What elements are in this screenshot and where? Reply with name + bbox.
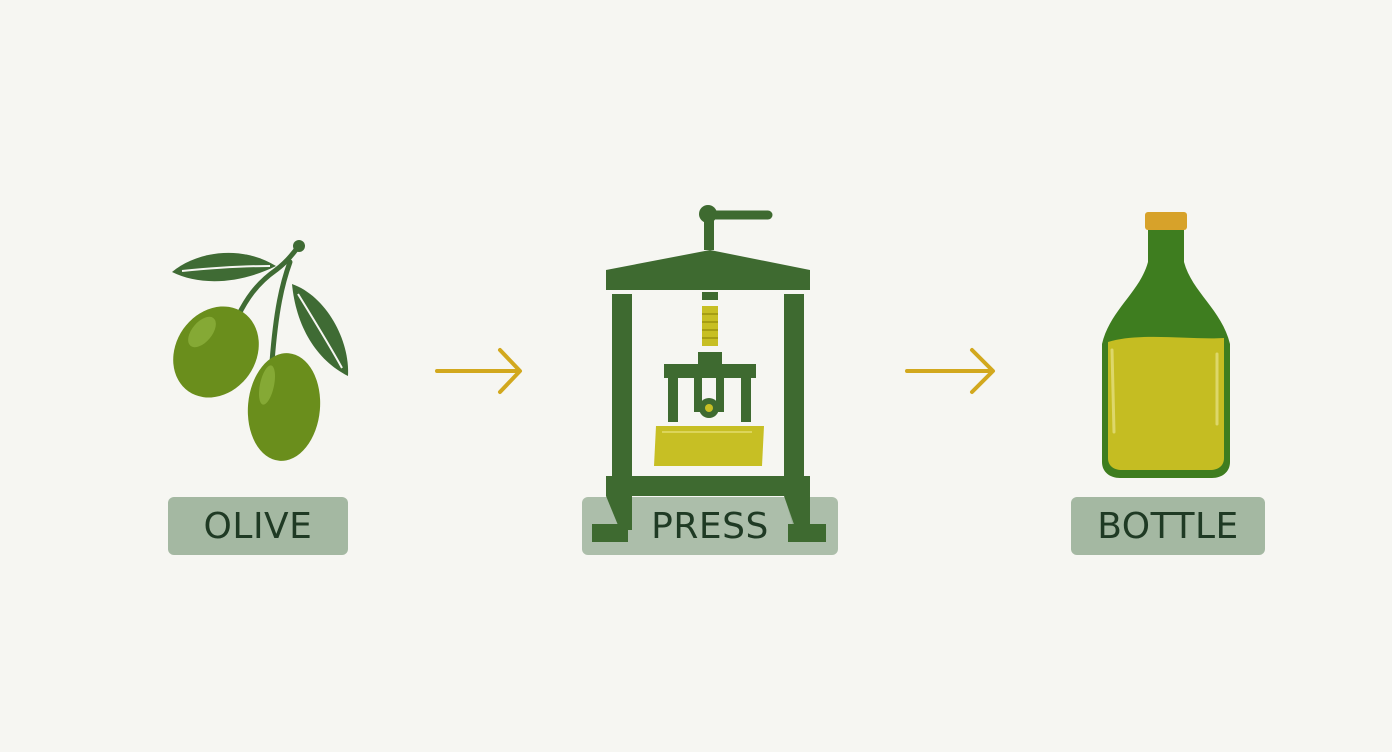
olive-press-icon (582, 205, 838, 555)
step-label-press: PRESS (651, 505, 769, 547)
oil-bottle-icon (1102, 212, 1230, 478)
step-label-olive: OLIVE (168, 497, 348, 555)
olive-branch-icon (172, 240, 349, 461)
arrow-right-icon (435, 348, 522, 394)
step-label-bottle: BOTTLE (1071, 497, 1265, 555)
arrow-right-icon (905, 348, 995, 394)
